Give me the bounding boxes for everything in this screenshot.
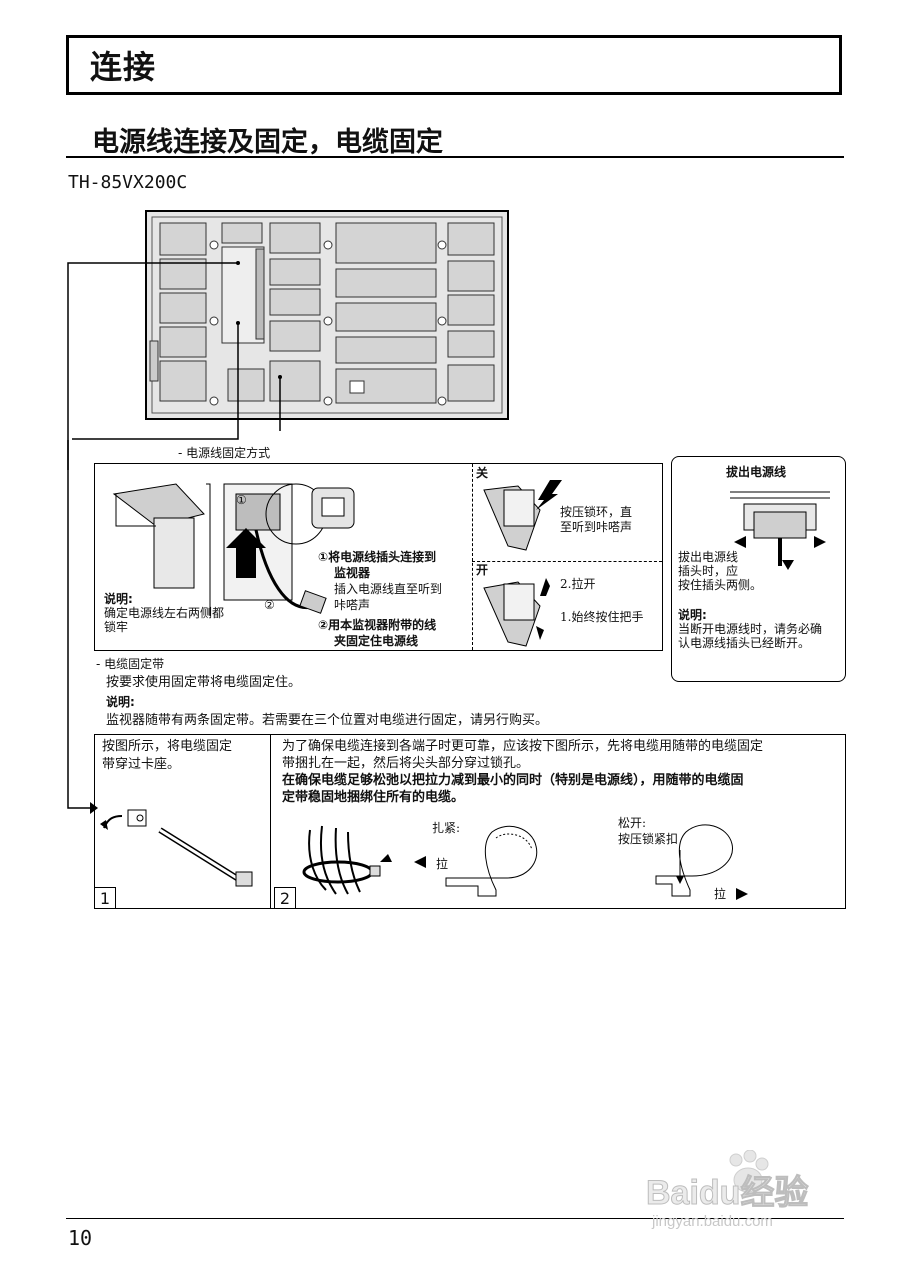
pull-label-left: 拉 (436, 857, 449, 871)
cell2-bold1: 在确保电缆足够松弛以把拉力减到最小的同时（特别是电源线），用随带的电缆固 (282, 773, 744, 788)
unplug-illustration (730, 491, 830, 570)
unplug-text1: 拔出电源线 (678, 550, 739, 564)
cell1-text2: 带穿过卡座。 (102, 757, 181, 772)
section-title: 连接 (90, 48, 157, 86)
open-text2: 1.始终按住把手 (560, 610, 644, 624)
cell1-number: 1 (94, 887, 116, 909)
section-title-box (66, 35, 842, 95)
step1-note2: 咔嗒声 (334, 598, 371, 612)
watermark-url: jingyan.baidu.com (651, 1213, 773, 1230)
power-cord-fix-label: - 电源线固定方式 (178, 446, 271, 460)
cable-band-note: 监视器随带有两条固定带。若需要在三个位置对电缆进行固定，请另行购买。 (106, 713, 549, 728)
loosen-label2: 按压锁紧扣 (618, 832, 679, 846)
step1-text: ①将电源线插头连接到 (318, 550, 437, 564)
close-text1: 按压锁环，直 (560, 505, 633, 519)
footer-rule (66, 1218, 844, 1219)
loosen-label1: 松开: (618, 816, 647, 830)
note-title: 说明: (104, 592, 133, 606)
open-text1: 2.拉开 (560, 577, 596, 591)
watermark-brand: Baidu经验 (646, 1173, 808, 1212)
cell1-text1: 按图所示，将电缆固定 (102, 739, 233, 754)
cable-band-note-title: 说明: (106, 695, 135, 709)
step2b-text: 夹固定住电源线 (334, 634, 419, 648)
instruction-table (94, 734, 846, 909)
model-number: TH-85VX200C (68, 172, 188, 193)
pull-label-right: 拉 (714, 887, 727, 901)
close-label: 关 (476, 466, 489, 480)
step1-note1: 插入电源线直至听到 (334, 582, 443, 596)
unplug-note1: 当断开电源线时，请务必确 (678, 622, 823, 636)
plug-illustration (112, 483, 355, 616)
step1b-text: 监视器 (334, 566, 371, 580)
note-line2: 锁牢 (104, 620, 129, 634)
note-line1: 确定电源线左右两侧都 (104, 606, 225, 620)
cell2-bold2: 定带稳固地捆绑住所有的电缆。 (282, 790, 465, 805)
step2-text: ②用本监视器附带的线 (318, 618, 437, 632)
open-label: 开 (476, 563, 489, 577)
subsection-title: 电源线连接及固定，电缆固定 (92, 127, 443, 158)
unplug-title: 拔出电源线 (726, 465, 787, 479)
panel-divider (472, 464, 474, 650)
cable-tie-holder-illustration (100, 809, 253, 887)
baidu-jingyan-watermark: Baidu经验 jingyan.baidu.com (646, 1150, 809, 1230)
close-text2: 至听到咔嗒声 (560, 520, 633, 534)
cell2-text2: 带捆扎在一起，然后将尖头部分穿过锁孔。 (282, 756, 530, 771)
unplug-panel (671, 456, 846, 682)
panel-divider-h (472, 561, 662, 563)
cable-band-instruction: 按要求使用固定带将电缆固定住。 (106, 675, 302, 690)
cable-band-label: - 电缆固定带 (96, 657, 165, 671)
cell2-text1: 为了确保电缆连接到各端子时更可靠，应该按下图所示，先将电缆用随带的电缆固定 (282, 739, 764, 754)
unplug-text2: 插头时，应 (678, 564, 739, 578)
cable-binding-illustration (302, 824, 748, 900)
lock-ring-illustration (483, 480, 562, 647)
monitor-rear-diagram (67, 210, 509, 470)
callout-2: ② (264, 598, 275, 612)
cell2-number: 2 (274, 887, 296, 909)
tighten-label: 扎紧: (432, 821, 461, 835)
unplug-note2: 认电源线插头已经断开。 (678, 636, 811, 650)
power-cord-panel (94, 463, 663, 651)
callout-1: ① (236, 493, 247, 507)
unplug-text3: 按住插头两侧。 (678, 578, 763, 592)
table-divider (270, 734, 271, 909)
subsection-rule (66, 156, 844, 158)
unplug-note-title: 说明: (678, 608, 707, 622)
page-number: 10 (68, 1226, 93, 1250)
